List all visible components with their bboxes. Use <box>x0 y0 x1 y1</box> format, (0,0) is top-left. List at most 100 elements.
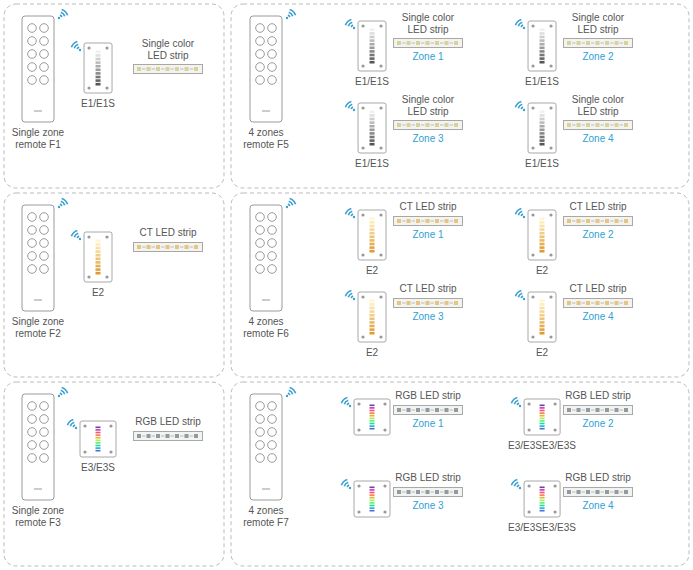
controller-body <box>354 399 390 435</box>
wireless-wave <box>288 203 291 206</box>
panel-frame <box>4 193 224 377</box>
controller-graphic <box>527 209 557 261</box>
strip-led <box>137 67 141 71</box>
strip-led <box>454 301 458 305</box>
strip-led <box>615 123 619 127</box>
controller-body <box>524 481 560 517</box>
touch-key <box>527 402 530 405</box>
wireless-wave <box>350 295 353 298</box>
touch-key <box>105 275 108 278</box>
wireless-wave <box>289 201 294 206</box>
strip-led <box>397 123 401 127</box>
dimmer-segment <box>370 423 375 425</box>
strip-led <box>615 301 619 305</box>
strip-led <box>194 434 198 438</box>
strip-graphic <box>133 242 203 252</box>
touch-key <box>379 24 382 27</box>
led-strip: CT LED stripZone 4 <box>563 283 633 322</box>
remote-button <box>40 24 49 33</box>
wireless-dot <box>519 405 521 407</box>
dimmer-segment <box>370 415 375 417</box>
wireless-wave <box>515 208 522 215</box>
strip-led <box>624 41 628 45</box>
strip-led <box>445 41 449 45</box>
dimmer-segment <box>370 418 375 420</box>
strip-graphic <box>563 120 633 130</box>
dimmer-segment <box>370 325 375 328</box>
strip-label: CT LED strip <box>565 201 631 213</box>
panel-frame <box>4 4 224 188</box>
remote-mark <box>262 110 270 112</box>
strip-trace <box>402 302 406 303</box>
remote-button <box>40 76 49 85</box>
touch-key <box>531 295 534 298</box>
strip-body <box>394 405 463 414</box>
strip-trace <box>161 246 165 247</box>
strip-graphic <box>563 487 633 497</box>
led-controller: E2 <box>83 231 113 299</box>
led-controller: E3/E3S <box>79 420 117 474</box>
remote-label: Single zone remote F3 <box>9 505 67 528</box>
strip-body <box>134 65 203 74</box>
strip-graphic <box>563 405 633 415</box>
remote-label: Single zone remote F1 <box>9 127 67 150</box>
remote-button <box>28 454 37 463</box>
strip-body <box>564 216 633 225</box>
wireless-icon <box>286 387 297 398</box>
dimmer-segment <box>539 50 544 53</box>
dimmer-segment <box>369 125 374 128</box>
dimmer-segment <box>539 492 544 494</box>
strip-led <box>624 219 628 223</box>
dimmer-segment <box>369 129 374 132</box>
strip-led <box>435 123 439 127</box>
strip-label: CT LED strip <box>395 201 461 213</box>
panel-frame <box>4 382 224 566</box>
strip-led <box>397 490 401 494</box>
strip-led <box>156 67 160 71</box>
remote-button <box>40 50 49 59</box>
dimmer-segment <box>370 246 375 249</box>
strip-trace <box>572 125 576 126</box>
wireless-wave <box>60 392 63 395</box>
dimmer-segment <box>370 507 375 509</box>
controller-body <box>354 481 390 517</box>
strip-trace <box>152 246 156 247</box>
dimmer-segment <box>539 510 544 512</box>
dimmer-segment <box>370 428 375 430</box>
led-controller: E1/E1S <box>81 42 115 110</box>
wireless-wave <box>514 482 519 487</box>
zone-label: Zone 1 <box>412 229 443 241</box>
strip-trace <box>431 302 435 303</box>
touch-key <box>527 484 530 487</box>
dimmer-segment <box>95 79 100 82</box>
led-controller: E1/E1S <box>525 20 559 88</box>
strip-graphic <box>563 38 633 48</box>
led-strip: CT LED strip <box>133 227 203 255</box>
touch-key <box>109 424 112 427</box>
strip-led <box>166 434 170 438</box>
strip-trace <box>180 435 184 436</box>
strip-led <box>185 434 189 438</box>
strip-label: Single color LED strip <box>395 94 461 117</box>
strip-led <box>624 301 628 305</box>
dimmer-segment <box>539 125 544 128</box>
strip-led <box>567 408 571 412</box>
wireless-dot <box>523 298 525 300</box>
touch-key <box>553 428 556 431</box>
dimmer-segment <box>539 418 544 420</box>
dimmer-segment <box>539 32 544 35</box>
strip-led <box>615 408 619 412</box>
strip-led <box>567 490 571 494</box>
dimmer-segment <box>539 136 544 139</box>
remote-button <box>40 441 49 450</box>
wireless-wave <box>60 14 63 17</box>
touch-key <box>379 253 382 256</box>
wireless-wave <box>61 387 68 394</box>
touch-key <box>87 86 90 89</box>
dimmer-segment <box>96 442 101 444</box>
wireless-wave <box>518 22 523 27</box>
remote-button <box>268 428 277 437</box>
touch-key <box>105 46 108 49</box>
controller-body <box>358 103 386 153</box>
led-strip: RGB LED stripZone 3 <box>393 472 463 511</box>
